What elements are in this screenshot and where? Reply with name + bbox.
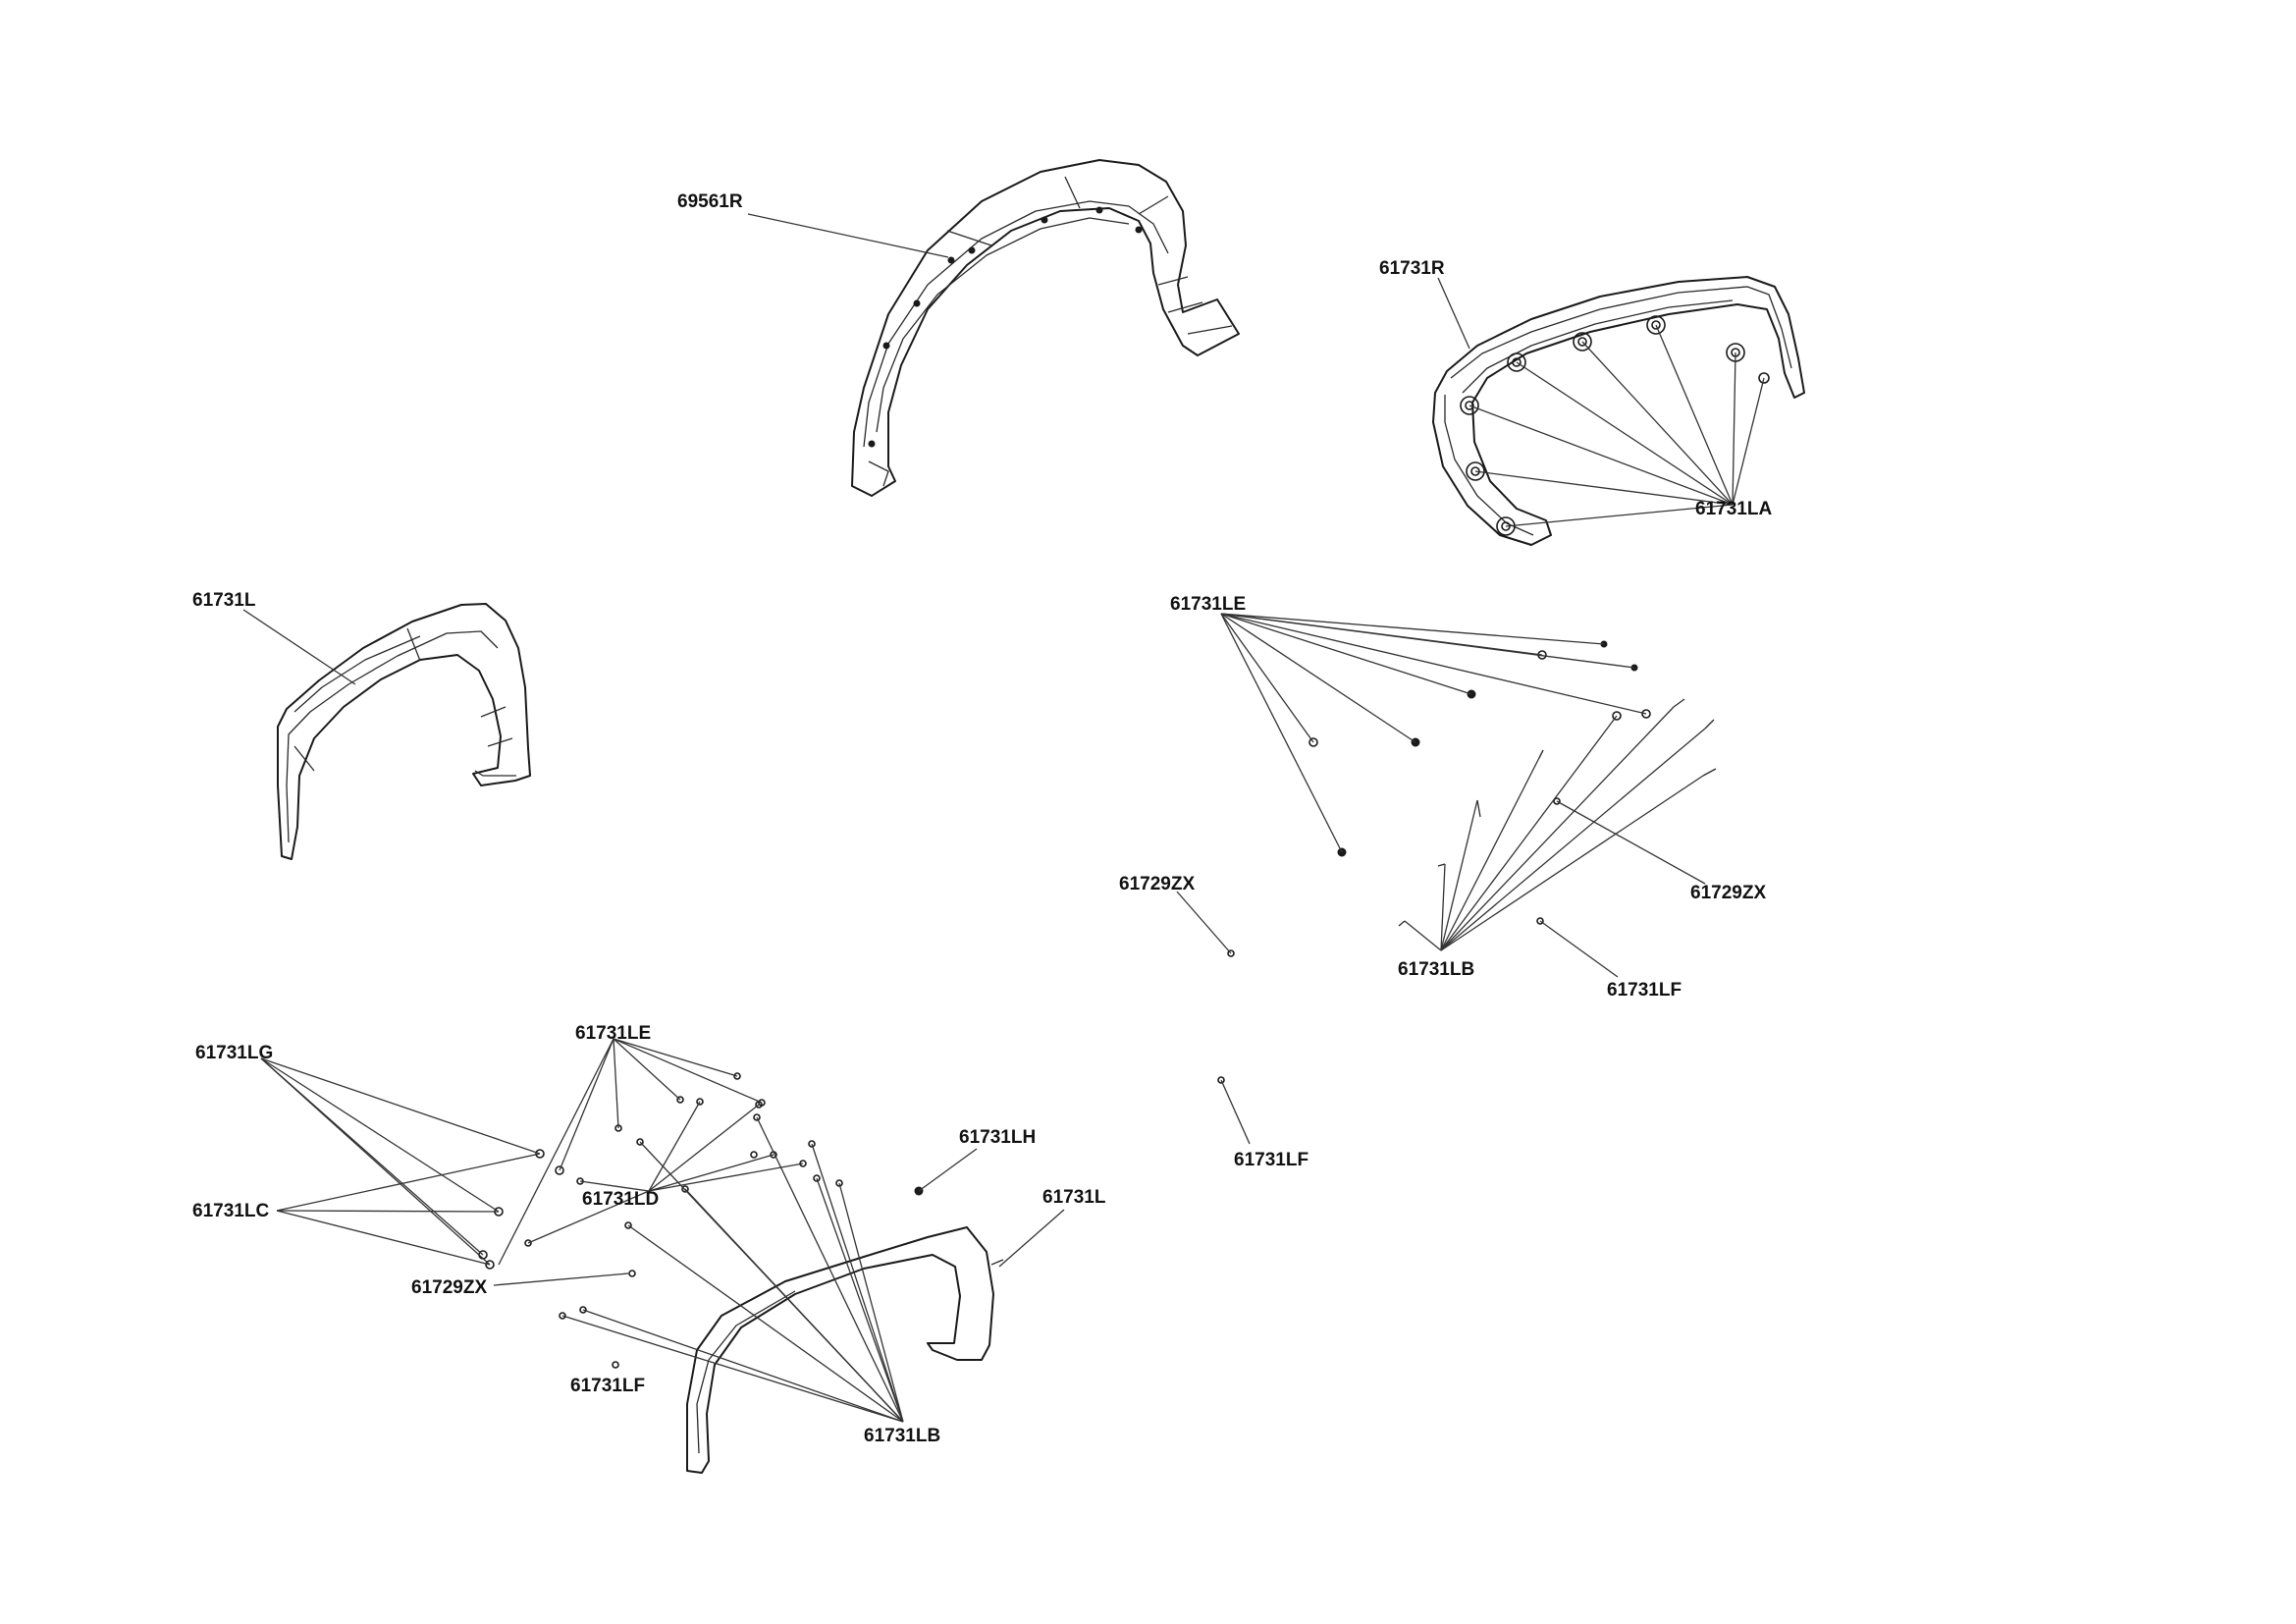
- label-61731lf-left: 61731LF: [570, 1376, 645, 1396]
- label-61731lb-left: 61731LB: [864, 1426, 940, 1446]
- leader-61731lf-right-lower: [1220, 1079, 1251, 1145]
- label-61731ld: 61731LD: [582, 1189, 659, 1210]
- leaders-61731la: [1468, 324, 1765, 527]
- label-61731r: 61731R: [1379, 258, 1445, 279]
- flare-61731l-top-drawing: [277, 603, 531, 860]
- flare-61731r-drawing: [1432, 276, 1805, 546]
- clip-icon: [1460, 396, 1479, 415]
- label-61731la: 61731LA: [1695, 499, 1772, 519]
- hardware-left-group: [478, 1072, 924, 1369]
- label-61729zx-right-left: 61729ZX: [1119, 874, 1195, 894]
- leader-61731lf-right-upper: [1539, 920, 1619, 978]
- leaders-61731lb-right: [1404, 706, 1706, 951]
- label-61729zx-right-right: 61729ZX: [1690, 883, 1766, 903]
- label-61731l-bottom: 61731L: [1042, 1187, 1106, 1208]
- leader-61729zx-right-left: [1176, 891, 1232, 954]
- label-61731lg: 61731LG: [195, 1043, 273, 1063]
- leader-61731l-bottom: [998, 1209, 1065, 1268]
- label-61731le-left: 61731LE: [575, 1023, 651, 1044]
- leader-61731l-top: [242, 609, 356, 685]
- fender-69561r-drawing: [851, 159, 1240, 497]
- leader-61729zx-left: [493, 1272, 629, 1286]
- leaders-61731lc: [276, 1153, 541, 1266]
- hardware-right-group: [1217, 640, 1717, 1084]
- label-69561r: 69561R: [677, 191, 743, 212]
- leaders-61731lb-left: [561, 1116, 904, 1423]
- flare-61731l-bottom-drawing: [686, 1226, 1004, 1474]
- label-61731lh: 61731LH: [959, 1127, 1036, 1148]
- leader-61731r: [1437, 277, 1470, 350]
- leader-61731lh: [918, 1148, 978, 1192]
- label-61731lc: 61731LC: [192, 1201, 269, 1221]
- label-61731le-right: 61731LE: [1170, 594, 1246, 615]
- label-61729zx-left: 61729ZX: [411, 1277, 487, 1298]
- leaders-61731le-left: [498, 1038, 763, 1266]
- leaders-61731ld: [527, 1101, 804, 1244]
- label-61731lb-right: 61731LB: [1398, 959, 1474, 980]
- leader-69561r: [747, 213, 949, 258]
- leader-61729zx-right-right: [1556, 800, 1706, 885]
- leaders-61731lg: [260, 1057, 541, 1266]
- label-61731l-top: 61731L: [192, 590, 256, 611]
- leaders-61731le-right: [1220, 613, 1647, 853]
- label-61731lf-right-lower: 61731LF: [1234, 1150, 1308, 1170]
- label-61731lf-right-upper: 61731LF: [1607, 980, 1682, 1001]
